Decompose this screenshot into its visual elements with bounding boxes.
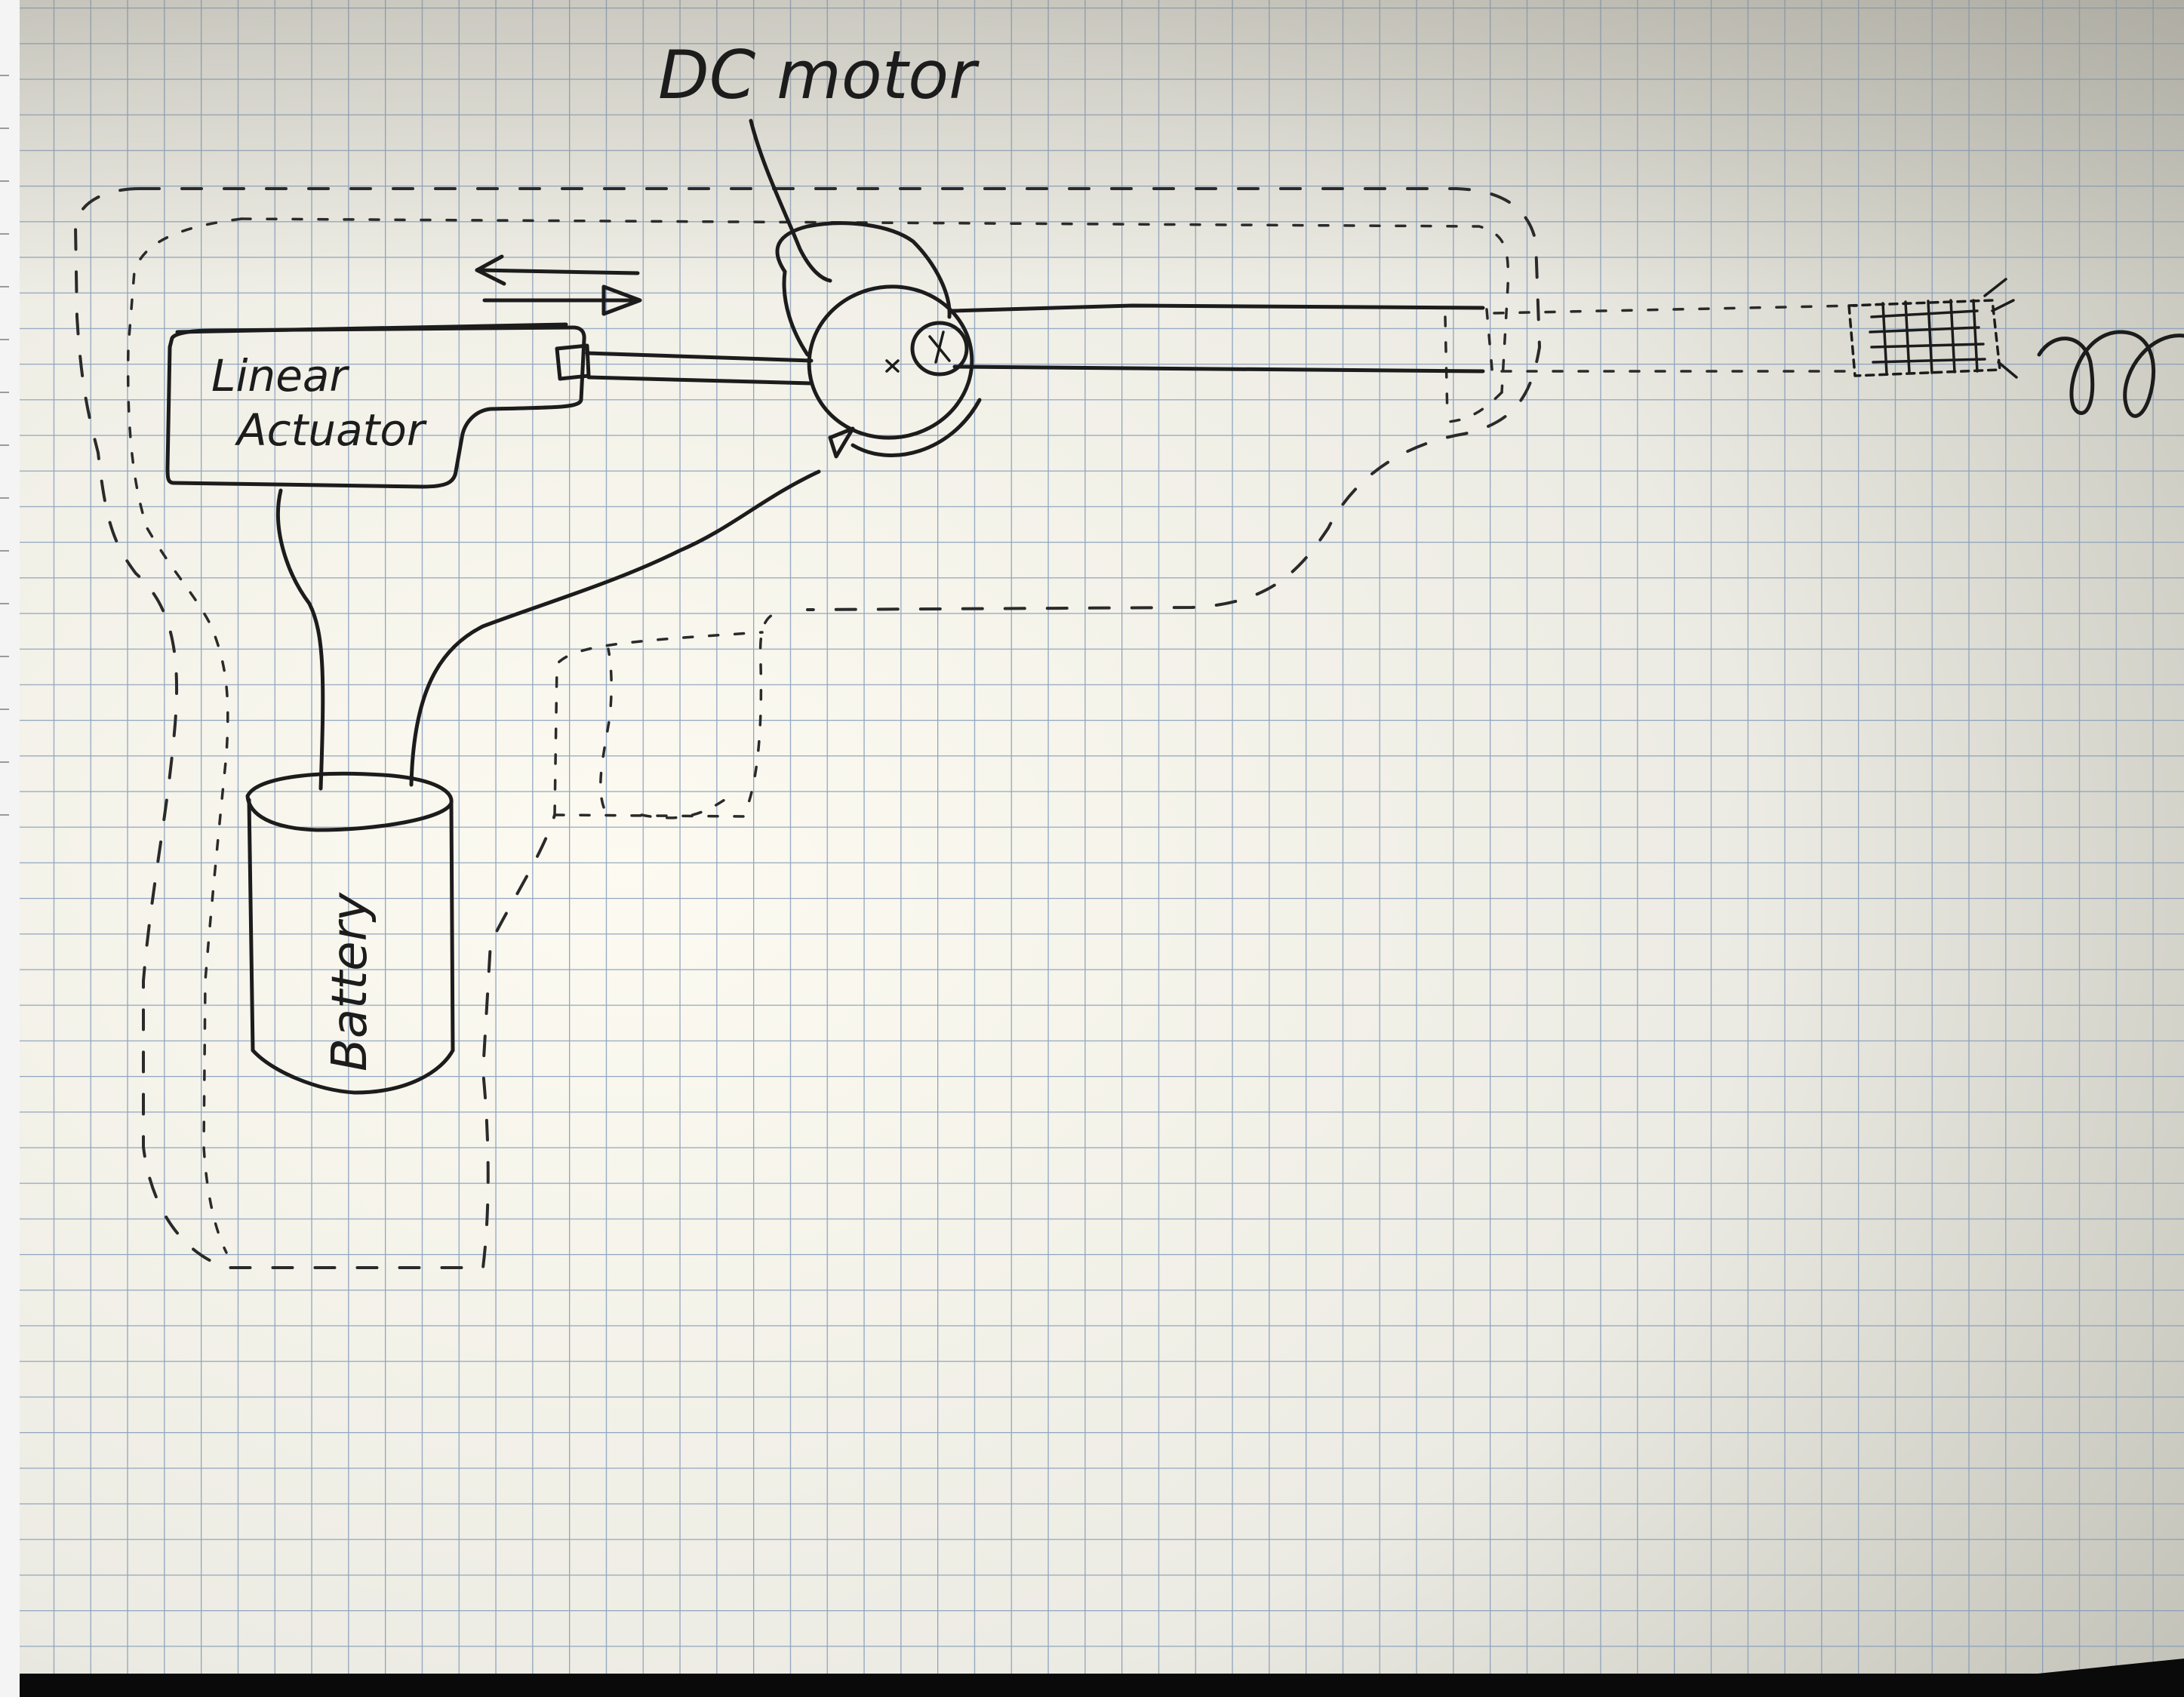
left-margin-strip [0, 0, 20, 1697]
housing-outline-outer [74, 187, 1541, 1269]
dc-motor-leader [749, 118, 832, 283]
housing-outline-inner [126, 217, 1510, 1254]
dc-motor [775, 221, 982, 459]
dc-motor-label: DC motor [658, 36, 980, 114]
paper-shading [20, 0, 2184, 1674]
photo-corner-shadow [2038, 1659, 2184, 1697]
coil-spring [2037, 330, 2184, 418]
battery-label: Battery [322, 892, 378, 1071]
left-margin-ticks [0, 75, 9, 816]
muzzle-mesh [1847, 278, 2018, 379]
barrel [950, 303, 1485, 374]
barrel-extension-dashed [1444, 304, 1858, 420]
actuator-rod [585, 351, 814, 386]
wires [276, 469, 821, 791]
grip-outline [553, 611, 779, 819]
photo-bottom-frame [20, 1674, 2184, 1697]
direction-arrows [475, 254, 642, 316]
linear-actuator-label-line2: Actuator [234, 404, 427, 456]
linear-actuator-label-line1: Linear [211, 350, 349, 401]
battery [245, 771, 455, 1095]
